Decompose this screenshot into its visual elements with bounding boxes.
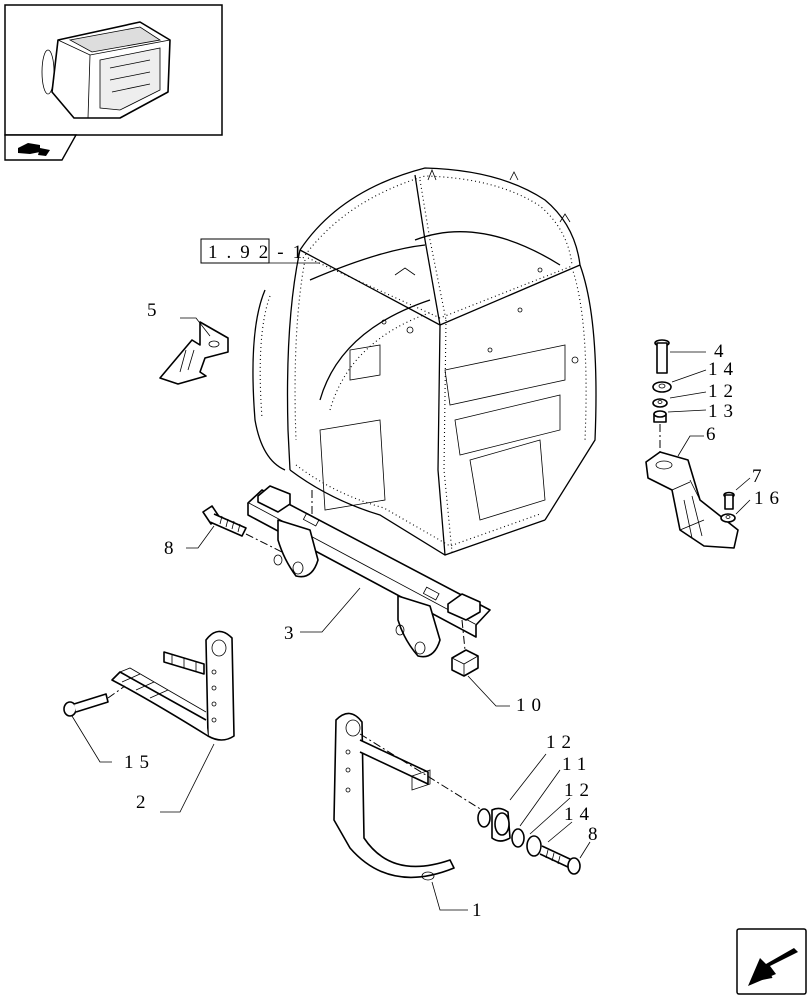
leader-15	[71, 715, 112, 763]
leader-8a	[186, 525, 215, 549]
callout-3: 3	[284, 623, 300, 644]
callout-7: 7	[752, 466, 768, 487]
leader-1	[431, 881, 468, 911]
callout-10: 10	[516, 695, 547, 716]
callout-13: 13	[708, 401, 739, 422]
part-7-bolt[interactable]	[723, 491, 735, 510]
part-11-mount[interactable]	[491, 807, 511, 842]
part-14-washer-upper[interactable]	[652, 381, 672, 393]
part-14-washer-lower[interactable]	[526, 835, 542, 857]
callout-8-lower: 8	[588, 824, 604, 845]
reference-text: 1.92-1	[208, 242, 311, 263]
callout-4: 4	[714, 341, 730, 362]
part-12-washer-upper[interactable]	[652, 398, 668, 408]
part-5-bracket[interactable]	[159, 321, 229, 385]
callout-14-lower: 14	[564, 804, 595, 825]
callout-8-upper: 8	[164, 538, 180, 559]
part-12-washer-lower-2[interactable]	[511, 828, 525, 848]
callout-2: 2	[136, 792, 152, 813]
part-10-pad[interactable]	[451, 649, 479, 677]
callout-12-lower-1: 12	[546, 732, 577, 753]
callout-12-lower-2: 12	[564, 780, 595, 801]
part-15-bolt[interactable]	[63, 693, 109, 717]
part-8-bolt-lower[interactable]	[539, 845, 581, 875]
part-2-support[interactable]	[111, 630, 235, 741]
part-12-washer-lower-1[interactable]	[477, 808, 491, 828]
callout-6: 6	[706, 424, 722, 445]
part-6-bracket[interactable]	[645, 451, 739, 549]
part-4-bolt[interactable]	[654, 339, 670, 374]
tractor-cab-section-icon[interactable]	[4, 134, 78, 161]
leader-10	[467, 675, 510, 707]
reference-box[interactable]: 1.92-1	[200, 238, 320, 264]
callout-16: 16	[754, 488, 785, 509]
part-8-bolt-upper[interactable]	[202, 505, 247, 537]
previous-page-arrow-icon[interactable]	[736, 928, 807, 995]
part-3-cross-member[interactable]	[247, 485, 491, 658]
leader-6	[677, 435, 704, 457]
leader-5	[180, 317, 211, 337]
callout-11: 11	[562, 754, 592, 775]
part-13-bushing[interactable]	[653, 410, 667, 423]
callout-14-upper: 14	[708, 359, 739, 380]
callout-12-upper: 12	[708, 381, 739, 402]
cab-frame-drawing	[252, 167, 597, 556]
leader-3	[300, 587, 361, 633]
part-16-washer[interactable]	[720, 513, 736, 523]
callout-5: 5	[147, 300, 163, 321]
part-1-support[interactable]	[333, 712, 455, 881]
leader-2	[160, 743, 215, 813]
cab-overview-thumbnail[interactable]	[4, 4, 223, 136]
callout-15: 15	[124, 752, 155, 773]
callout-1: 1	[472, 900, 488, 921]
